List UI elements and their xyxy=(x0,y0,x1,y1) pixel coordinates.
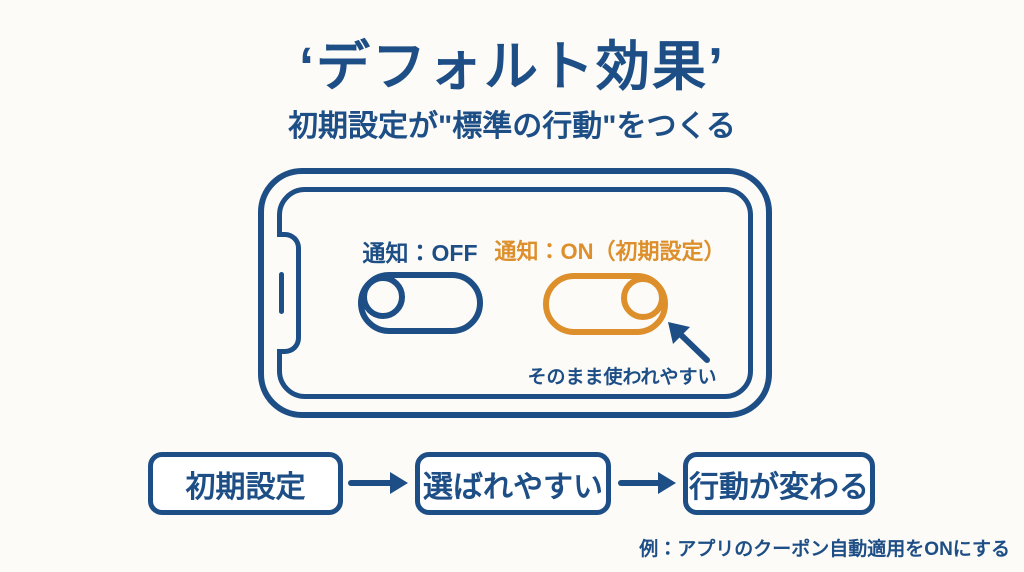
flow-step-label: 行動が変わる xyxy=(689,470,869,504)
notification-on-label: 通知：ON（初期設定） xyxy=(494,239,726,264)
on-toggle-annotation: そのまま使われやすい xyxy=(527,367,717,388)
pointer-arrow-icon xyxy=(668,322,710,363)
notification-off-toggle[interactable] xyxy=(358,272,483,334)
phone-frame xyxy=(258,168,772,418)
page-subtitle: 初期設定が"標準の行動"をつくる xyxy=(288,110,736,143)
notification-off-label: 通知：OFF xyxy=(362,240,478,266)
flow-step-behavior-changes: 行動が変わる xyxy=(683,452,875,515)
page-title: ‘デフォルト効果’ xyxy=(298,37,725,97)
phone-screen xyxy=(277,187,753,399)
flow-step-label: 選ばれやすい xyxy=(423,470,603,504)
flow-step-easily-chosen: 選ばれやすい xyxy=(415,452,611,515)
toggle-knob xyxy=(361,275,405,319)
example-note: 例：アプリのクーポン自動適用をONにする xyxy=(639,539,1010,560)
flow-arrow-icon xyxy=(618,472,676,494)
notification-on-toggle[interactable] xyxy=(543,273,668,335)
toggle-knob xyxy=(621,276,665,320)
flow-arrow-icon xyxy=(348,472,408,494)
camera-notch-icon xyxy=(277,232,301,354)
flow-step-default-setting: 初期設定 xyxy=(148,452,343,515)
flow-step-label: 初期設定 xyxy=(185,470,306,504)
speaker-bar-icon xyxy=(279,272,284,314)
